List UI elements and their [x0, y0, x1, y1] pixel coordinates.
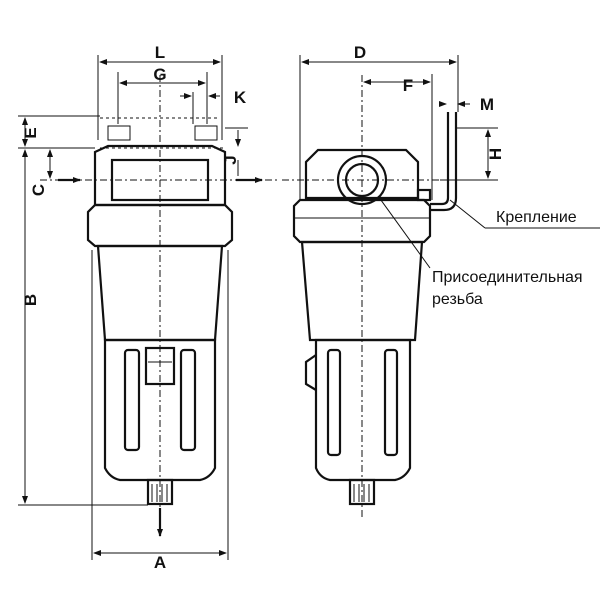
front-neck [86, 203, 234, 248]
front-sight-glass [144, 346, 176, 386]
label-F: F [403, 76, 413, 95]
side-lock-button [304, 354, 317, 391]
label-B: B [21, 294, 40, 306]
front-bowl-slot-1 [123, 348, 141, 452]
dimension-labels: L G K E C B J A D F M H [21, 43, 505, 572]
label-K: K [234, 88, 247, 107]
front-bolt-left [107, 125, 131, 141]
front-bowl-slot-2 [179, 348, 197, 452]
label-A: A [154, 553, 166, 572]
label-G: G [153, 65, 166, 84]
front-view [40, 75, 278, 537]
side-dimensions [299, 55, 600, 269]
label-C: C [29, 184, 48, 196]
side-view [282, 75, 458, 520]
label-M: M [480, 95, 494, 114]
side-bowl [314, 338, 412, 482]
front-bolt-right [194, 125, 218, 141]
label-E: E [21, 127, 40, 138]
front-dimensions [18, 55, 248, 560]
front-drain [146, 478, 174, 506]
label-L: L [155, 43, 165, 62]
side-bowl-slot-1 [326, 348, 342, 457]
connection-label-line1: Присоединительная [432, 269, 583, 286]
connection-label-line2: резьба [432, 291, 483, 308]
side-drain [348, 478, 376, 506]
front-bowl [103, 338, 217, 482]
side-bowl-slot-2 [383, 348, 399, 457]
mounting-label: Крепление [496, 209, 577, 226]
side-bracket-tab [416, 188, 432, 202]
label-H: H [486, 148, 505, 160]
mounting-leader [449, 199, 486, 229]
connection-leader [377, 195, 431, 269]
callout-labels: Крепление Присоединительная резьба [432, 209, 583, 308]
label-J: J [221, 155, 240, 164]
side-neck [292, 198, 432, 244]
label-D: D [354, 43, 366, 62]
side-body [300, 240, 424, 342]
side-bracket [430, 112, 450, 206]
